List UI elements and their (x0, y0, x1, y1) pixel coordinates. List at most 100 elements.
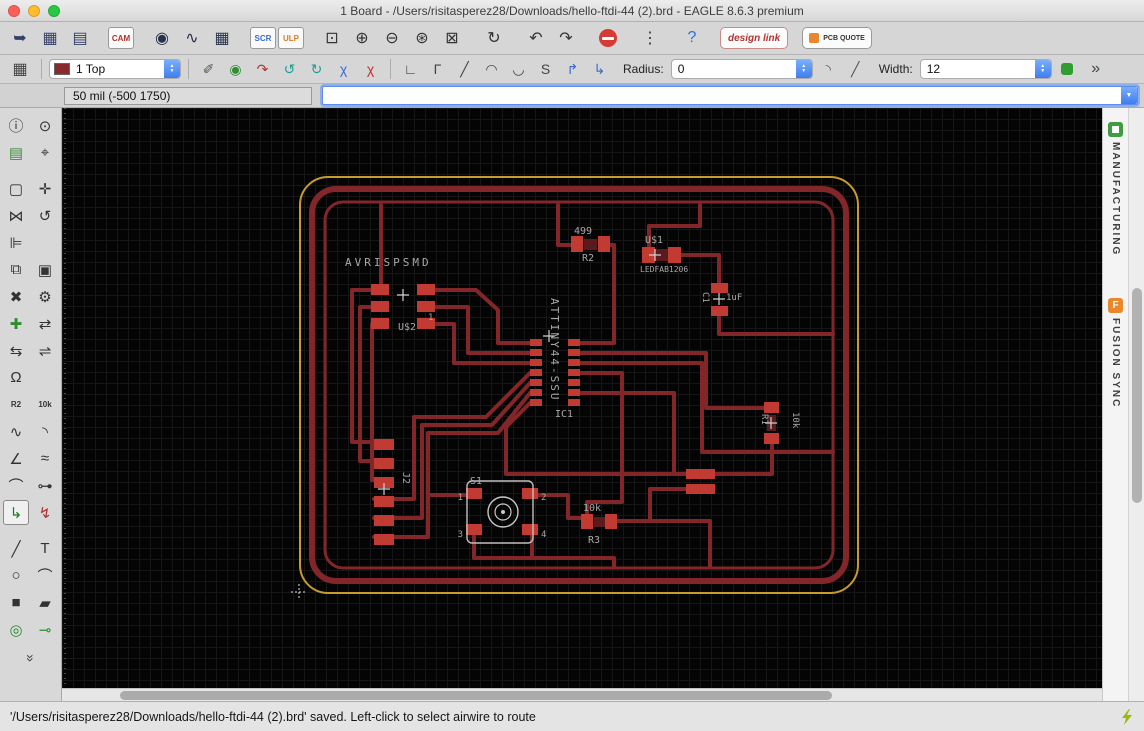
route-tool[interactable]: ↳ (3, 500, 29, 525)
more-options-button[interactable]: ⋮ (642, 30, 658, 47)
pcb-label[interactable]: AVRISPSMD (345, 256, 432, 269)
wire-bend-90-up-button[interactable]: ∟ (403, 61, 418, 77)
signal-tool[interactable]: ⊸ (38, 621, 52, 639)
zoom-select-button[interactable]: ⊠ (445, 30, 459, 47)
via-tool[interactable]: ◎ (9, 621, 23, 639)
wire-tool[interactable]: ╱ (11, 540, 21, 558)
run-script-button[interactable]: SCR (250, 27, 276, 49)
pcb-label[interactable]: 1 (428, 313, 433, 323)
wire-bend-s-button[interactable]: S (540, 61, 551, 77)
loop-right-button[interactable]: ↻ (310, 60, 323, 77)
wire-bend-arc-down-button[interactable]: ◡ (512, 60, 525, 77)
pcb-label[interactable]: R1 (759, 414, 769, 425)
pcb-quote-button[interactable]: PCB QUOTE (802, 27, 872, 49)
copy-tool[interactable]: ⧉ (10, 261, 22, 278)
command-history-dropdown[interactable]: ▼ (1121, 87, 1137, 104)
undo-button[interactable]: ↶ (529, 30, 543, 47)
move-tool[interactable]: ✛ (38, 180, 52, 198)
switch-to-schematic-button[interactable]: ◉ (155, 30, 169, 47)
more-tools-button[interactable]: » (22, 654, 39, 662)
splice-tool[interactable]: ⊶ (37, 477, 53, 495)
curve-tool[interactable]: ⌒ (8, 478, 24, 495)
wire-bend-arc-up-button[interactable]: ◠ (485, 60, 498, 77)
target-button[interactable]: ◉ (229, 60, 242, 77)
minimize-button[interactable] (28, 5, 40, 17)
manufacturing-tab[interactable]: MANUFACTURING (1108, 122, 1123, 256)
horizontal-scrollbar-thumb[interactable] (120, 691, 832, 700)
redo-button[interactable]: ↷ (559, 30, 573, 47)
arc-red-button[interactable]: ↷ (256, 60, 269, 77)
component-s1-button[interactable] (466, 480, 538, 544)
help-button[interactable]: ? (687, 29, 697, 46)
info-tool[interactable]: ⓘ (8, 118, 24, 135)
pcb-label[interactable]: 4 (541, 530, 546, 540)
pcb-label[interactable]: R3 (588, 535, 600, 546)
component-c1[interactable] (711, 283, 728, 316)
pcb-label[interactable]: C1 (700, 292, 710, 303)
wire-bend-straight-button[interactable]: ╱ (460, 60, 469, 77)
component-avrisp-header[interactable] (371, 284, 435, 329)
layer-select[interactable]: 1 Top ▲▼ (49, 59, 181, 79)
close-button[interactable] (8, 5, 20, 17)
change-tool[interactable]: ⚙ (38, 288, 52, 306)
rotate-tool[interactable]: ↺ (38, 207, 52, 225)
fusion-sync-tab[interactable]: F FUSION SYNC (1108, 298, 1123, 409)
width-select[interactable]: 12 ▲▼ (919, 59, 1052, 79)
stop-button[interactable] (594, 26, 622, 51)
zoom-out-button[interactable]: ⊖ (385, 30, 399, 47)
component-r2[interactable] (571, 236, 610, 252)
show-tool[interactable]: ⊙ (38, 117, 52, 135)
pcb-label[interactable]: R2 (582, 253, 594, 264)
meander-tool[interactable]: ∿ (9, 423, 23, 441)
value-tool[interactable]: 10k (38, 400, 52, 409)
gateswap-tool[interactable]: ⇌ (38, 342, 52, 360)
open-button[interactable]: ➥ (13, 30, 27, 47)
pcb-label[interactable]: 3 (458, 530, 463, 540)
grid-button[interactable]: ▦ (12, 61, 28, 78)
print-button[interactable]: ▤ (72, 30, 88, 47)
optimize-tool[interactable]: ≈ (40, 450, 50, 467)
pcb-label[interactable]: 1 (458, 493, 463, 503)
board-outline[interactable] (299, 176, 859, 594)
circle-tool[interactable]: ○ (11, 567, 21, 584)
pcb-label[interactable]: IC1 (555, 409, 573, 420)
pcb-label[interactable]: J2 (400, 472, 411, 484)
group-tool[interactable]: ▢ (8, 180, 24, 198)
replace-tool[interactable]: ⇆ (9, 342, 23, 360)
wire-bend-45-round-button[interactable]: ↳ (593, 60, 606, 77)
miter-round-button[interactable]: ◝ (825, 60, 831, 77)
arc-tool[interactable]: ⌒ (37, 568, 53, 585)
mark-tool[interactable]: ⌖ (40, 144, 50, 161)
lock-tool[interactable]: Ω (10, 369, 22, 386)
zoom-redraw-button[interactable]: ⊛ (415, 30, 429, 47)
vertical-scrollbar-thumb[interactable] (1132, 288, 1142, 503)
run-ulp-button[interactable]: ULP (278, 27, 304, 49)
pcb-drawing[interactable]: AVRISPSMDU$21499R2U$1LEDFAB1206C11uFATTI… (62, 108, 1102, 701)
delete-tool[interactable]: ✖ (9, 288, 23, 306)
radius-select[interactable]: 0 ▲▼ (670, 59, 813, 79)
pcb-label[interactable]: LEDFAB1206 (640, 265, 688, 274)
split-tool[interactable]: ∠ (9, 450, 23, 468)
refresh-button[interactable]: ↻ (487, 30, 501, 47)
smash-tool[interactable]: R2 (10, 400, 22, 409)
wire-bend-90-round-button[interactable]: ↱ (566, 60, 579, 77)
vertical-scrollbar[interactable] (1128, 108, 1144, 701)
pcb-label[interactable]: 10k (790, 412, 800, 429)
rect-tool[interactable]: ■ (11, 594, 21, 611)
pcb-label[interactable]: U$2 (398, 322, 416, 333)
text-tool[interactable]: T (40, 540, 50, 557)
wire-bend-45-up-button[interactable]: Γ (433, 61, 442, 77)
command-input[interactable] (322, 86, 1138, 105)
pcb-label[interactable]: 10k (583, 503, 601, 514)
component-j2-header[interactable] (374, 439, 394, 545)
zoom-in-button[interactable]: ⊕ (355, 30, 369, 47)
pcb-label[interactable]: U$1 (645, 235, 663, 246)
add-part-tool[interactable]: ✚ (9, 315, 23, 333)
pinswap-tool[interactable]: ⇄ (38, 315, 52, 333)
ripup-tool[interactable]: ↯ (38, 504, 52, 522)
via-style-button[interactable] (1055, 58, 1079, 80)
fullscreen-button[interactable] (48, 5, 60, 17)
pcb-label[interactable]: ATTINY44-SSU (548, 298, 561, 401)
save-button[interactable]: ▦ (42, 30, 58, 47)
